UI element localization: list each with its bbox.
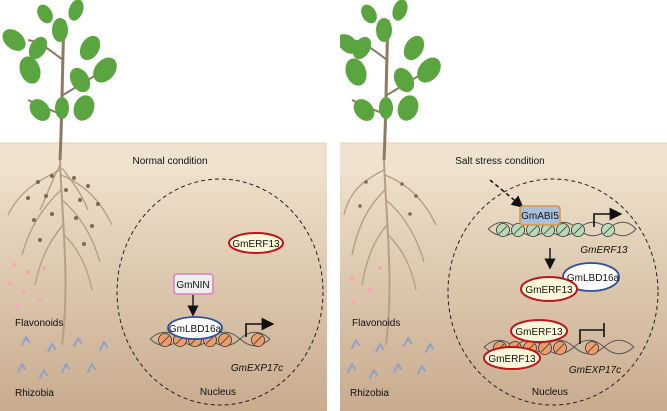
- rhizobia-cells: [17, 336, 108, 379]
- panel-salt-stress-condition: Salt stress condition GmABI5 GmERF13 GmL…: [340, 0, 667, 411]
- gmabi5-protein: [519, 205, 561, 226]
- gmlbd16a-protein: [562, 262, 620, 292]
- gmnin-protein: [173, 273, 214, 295]
- panel-normal-condition: Normal condition GmERF13 GmNIN GmLBD16a …: [0, 0, 327, 411]
- normal-condition-diagram: Normal condition GmERF13 GmNIN GmLBD16a …: [0, 0, 327, 411]
- salt-stress-diagram: Salt stress condition GmABI5 GmERF13 GmL…: [340, 0, 667, 411]
- nucleus-boundary: [116, 178, 324, 406]
- soil-surface: [0, 143, 327, 176]
- salt-signal-arrow: [489, 179, 524, 208]
- root-nodules: [26, 174, 100, 246]
- gmerf13-protein-a: [520, 276, 578, 302]
- gmerf13-protein-b: [510, 319, 568, 343]
- gene-exp17c-label: GmEXP17c: [569, 365, 621, 376]
- gmerf13-label-a: GmERF13: [525, 285, 573, 296]
- rhizobia-label: Rhizobia: [15, 388, 54, 399]
- gmerf13-label-b: GmERF13: [515, 327, 563, 338]
- transcription-start-arrow-erf13: [593, 207, 623, 227]
- flavonoids-label: Flavonoids: [352, 318, 400, 329]
- soil: [0, 176, 327, 411]
- gene-label: GmEXP17c: [231, 363, 283, 374]
- rhizobia-label: Rhizobia: [350, 388, 389, 399]
- soybean-plant: [340, 0, 441, 161]
- dna-helix-erf13-gene: [487, 221, 637, 237]
- gmlbd16a-protein: [167, 316, 223, 340]
- gmerf13-label: GmERF13: [232, 239, 280, 250]
- condition-title: Normal condition: [132, 156, 207, 167]
- root-nodules: [358, 180, 418, 216]
- repression-symbol: [579, 323, 605, 344]
- gmerf13-label-c: GmERF13: [488, 354, 536, 365]
- root-system: [343, 159, 437, 346]
- flavonoid-dots: [349, 265, 383, 305]
- gmerf13-protein-c: [483, 346, 541, 370]
- gmlbd16a-label: GmLBD16a: [169, 324, 222, 335]
- gmnin-label: GmNIN: [176, 280, 209, 291]
- nucleus-label: Nucleus: [200, 387, 236, 398]
- gene-erf13-label: GmERF13: [580, 245, 628, 256]
- gmlbd16a-label: GmLBD16a: [567, 273, 620, 284]
- nucleus-label: Nucleus: [532, 387, 568, 398]
- soil-surface: [340, 143, 667, 176]
- soybean-plant: [2, 0, 117, 161]
- gmerf13-protein: [228, 232, 284, 254]
- gmabi5-label: GmABI5: [521, 211, 559, 222]
- nucleus-boundary: [447, 178, 659, 406]
- rhizobia-cells: [347, 337, 434, 379]
- flavonoids-label: Flavonoids: [15, 318, 63, 329]
- flavonoid-dots: [7, 262, 47, 308]
- condition-title: Salt stress condition: [455, 156, 545, 167]
- root-system: [7, 159, 113, 346]
- transcription-start-arrow: [245, 317, 275, 337]
